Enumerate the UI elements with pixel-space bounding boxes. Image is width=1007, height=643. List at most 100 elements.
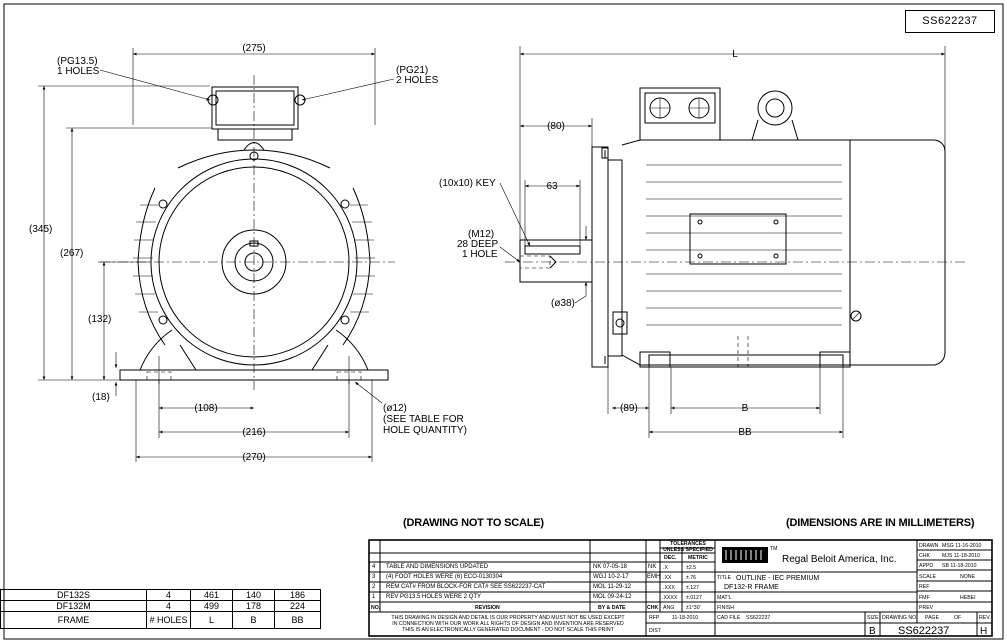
appr-fmf-value: HEBEI xyxy=(960,595,976,601)
l-cell: 461 xyxy=(190,589,233,601)
tol-title-1: TOLERANCES xyxy=(670,541,706,547)
title-label: TITLE xyxy=(717,575,732,581)
tol-dec-4: .XXXX xyxy=(662,595,678,601)
rev-2-desc: REM CAT# FROM BLOCK-FOR CAT# SEE SS62223… xyxy=(386,584,546,590)
dim-foot-span: (216) xyxy=(242,427,265,438)
tol-met-4: ±.0127 xyxy=(686,595,702,601)
dim-shaft-height: (132) xyxy=(88,314,111,325)
rev-4-desc: TABLE AND DIMENSIONS UPDATED xyxy=(386,564,489,570)
header-frame: FRAME xyxy=(0,611,147,629)
tol-met-5: ±1°30' xyxy=(686,605,701,611)
header-b: B xyxy=(232,611,275,629)
drawing-no-value: SS622237 xyxy=(898,625,949,637)
callout-key: (10x10) KEY xyxy=(439,178,496,189)
rev-2-by: MOL 11-29-12 xyxy=(593,584,632,590)
rev-2-no: 2 xyxy=(372,584,376,590)
rev-1-by: MOL 09-24-12 xyxy=(593,594,632,600)
drawing-number-box: SS622237 xyxy=(905,10,995,33)
tol-col-metric: METRIC xyxy=(688,555,708,561)
callout-pg135-line2: 1 HOLES xyxy=(57,66,100,77)
callout-pg135-line1: (PG13.5) xyxy=(57,56,98,67)
finish-label: FINISH xyxy=(717,605,734,611)
appr-scale-label: SCALE xyxy=(919,574,937,580)
l-cell: 499 xyxy=(190,600,233,612)
appr-drawn-label: DRAWN xyxy=(919,543,939,549)
header-holes: # HOLES xyxy=(146,611,191,629)
table-row: DF132M 4 499 178 224 xyxy=(0,600,321,612)
callout-tap-line2: 28 DEEP xyxy=(457,239,498,250)
title-line1: OUTLINE - IEC PREMIUM xyxy=(736,575,819,582)
title-block: 4 TABLE AND DIMENSIONS UPDATED NK 07-05-… xyxy=(368,539,993,637)
size-label: SIZE xyxy=(867,615,879,621)
tol-met-1: ±2.5 xyxy=(686,565,696,571)
rev-4-chk: NK xyxy=(648,564,656,570)
dim-width-top: (275) xyxy=(242,43,265,54)
note-not-to-scale: (DRAWING NOT TO SCALE) xyxy=(403,517,544,529)
table-header-row: FRAME # HOLES L B BB xyxy=(0,611,321,629)
dim-shaft-len: (80) xyxy=(547,121,565,132)
callout-hole-line2: (SEE TABLE FOR xyxy=(383,414,464,425)
note-units: (DIMENSIONS ARE IN MILLIMETERS) xyxy=(786,517,975,529)
disclaimer-line2: IN CONNECTION WITH OUR WORK ALL RIGHTS O… xyxy=(392,621,624,627)
disclaimer-line1: THIS DRAWING IN DESIGN AND DETAIL IS OUR… xyxy=(391,615,625,621)
dim-shoulder: (89) xyxy=(620,403,638,414)
dim-foot-b: B xyxy=(742,403,749,414)
appr-chk-label: CHK xyxy=(919,553,930,559)
rfp-label: RFP xyxy=(649,615,660,621)
appr-chk-value: MJS 11-18-2010 xyxy=(942,553,980,559)
dim-key-len: 63 xyxy=(546,181,558,192)
matl-label: MAT'L xyxy=(717,595,732,601)
rev-header-chk: CHK xyxy=(647,605,658,611)
rev-3-chk: EMH xyxy=(647,574,660,580)
header-l: L xyxy=(190,611,233,629)
tol-met-2: ±.76 xyxy=(686,575,696,581)
disclaimer-line3: THIS IS AN ELECTRONICALLY GENERATED DOCU… xyxy=(402,627,614,633)
appr-drawn-value: MSG 11-16-2010 xyxy=(942,543,982,549)
rev-header-by: BY & DATE xyxy=(598,605,626,611)
dim-half-span: (108) xyxy=(194,403,217,414)
rev-1-no: 1 xyxy=(372,594,376,600)
drawing-border xyxy=(3,3,1004,640)
frame-cell: DF132S xyxy=(0,589,147,601)
header-bb: BB xyxy=(274,611,321,629)
callout-tap-line3: 1 HOLE xyxy=(462,249,498,260)
callout-tap-line1: (M12) xyxy=(468,229,494,240)
dim-height-267: (267) xyxy=(60,248,83,259)
appr-scale-value: NONE xyxy=(960,574,976,580)
dist-label: DIST xyxy=(649,628,662,634)
company-name: Regal Beloit America, Inc. xyxy=(782,554,897,565)
appr-ref-label: REF xyxy=(919,584,929,590)
dim-overall-l: L xyxy=(732,49,738,60)
dim-foot-bb: BB xyxy=(738,427,752,438)
tol-dec-1: .X xyxy=(663,565,668,571)
dim-foot-thk: (18) xyxy=(92,392,110,403)
rev-4-by: NK 07-05-18 xyxy=(593,564,628,570)
drawing-no-label: DRAWING NO. xyxy=(882,615,918,621)
appr-appd-label: APPD xyxy=(919,563,933,569)
tol-title-2: UNLESS SPECIFIED xyxy=(663,547,713,553)
rev-4-no: 4 xyxy=(372,564,376,570)
rev-3-desc: (4) FOOT HOLES WERE (6) ECO-0130304 xyxy=(386,574,503,580)
tol-dec-2: .XX xyxy=(663,575,672,581)
rfp-value: 11-18-2010 xyxy=(672,615,698,621)
b-cell: 178 xyxy=(232,600,275,612)
tol-dec-3: .XXX xyxy=(663,585,675,591)
cad-label: CAD FILE xyxy=(717,615,741,621)
bb-cell: 224 xyxy=(274,600,321,612)
front-view: (275) (PG13.5) 1 HOLES (PG21) 2 HOLES (3… xyxy=(29,43,467,463)
frame-table: DF132S 4 461 140 186 DF132M 4 499 178 22… xyxy=(0,589,321,629)
cad-value: SS622237 xyxy=(746,615,770,621)
bb-cell: 186 xyxy=(274,589,321,601)
appr-prev-label: PREV xyxy=(919,605,934,611)
side-view: L (80) 63 (10x10) KEY (M12) 28 DEEP 1 HO… xyxy=(439,46,965,438)
holes-cell: 4 xyxy=(146,589,191,601)
table-row: DF132S 4 461 140 186 xyxy=(0,589,321,601)
tol-col-dec: DEC. xyxy=(664,555,677,561)
appr-appd-value: SB 11-18-2010 xyxy=(942,563,977,569)
dim-height-total: (345) xyxy=(29,224,52,235)
tol-dec-5: ANG xyxy=(663,605,674,611)
callout-hole-line1: (ø12) xyxy=(383,403,407,414)
callout-pg21-line1: (PG21) xyxy=(396,65,428,76)
appr-fmf-label: FMF xyxy=(919,595,930,601)
of-label: OF xyxy=(954,615,961,621)
